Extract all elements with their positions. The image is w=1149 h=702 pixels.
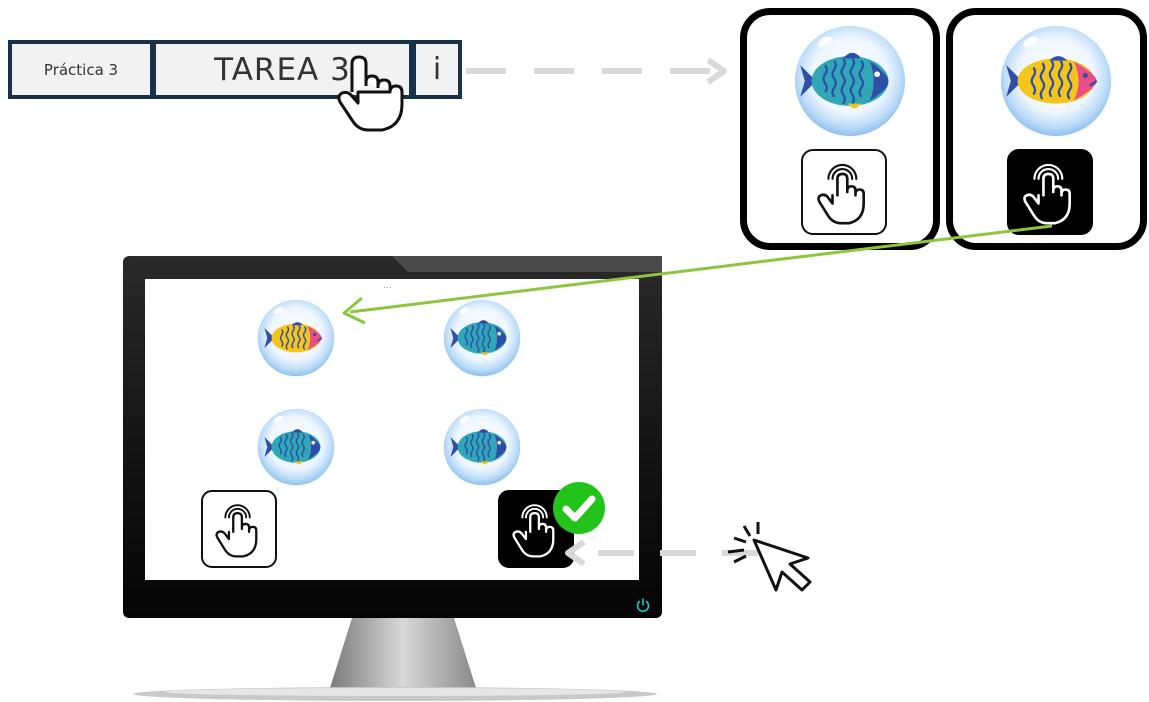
screen-yellow-fish-bubble[interactable] [255, 297, 337, 379]
monitor-screen: ... [145, 279, 639, 580]
blue-fish-bubble-icon [794, 25, 906, 137]
touch-button-white[interactable] [801, 149, 887, 235]
monitor-glare [392, 256, 662, 272]
card-blue-fish[interactable] [740, 8, 940, 250]
info-tab[interactable]: i [416, 44, 458, 95]
monitor-stand-base [133, 687, 657, 701]
monitor-stand-neck [330, 618, 476, 688]
screen-blue-fish-bubble[interactable] [255, 406, 337, 488]
cursor-arrow-icon [727, 522, 812, 592]
green-arrow [342, 224, 1053, 325]
card-yellow-fish[interactable] [946, 8, 1147, 250]
yellow-fish-bubble-icon [1000, 25, 1112, 137]
screen-touch-button-white[interactable] [201, 490, 277, 568]
check-icon [553, 482, 605, 534]
power-icon[interactable] [635, 597, 651, 613]
screen-blue-fish-bubble[interactable] [441, 406, 523, 488]
hand-touch-icon [215, 504, 258, 558]
dashed-arrow-to-cards [466, 57, 727, 85]
practice-tab[interactable]: Práctica 3 [12, 44, 150, 95]
screen-blue-fish-bubble[interactable] [441, 297, 523, 379]
hand-pointer-icon [337, 55, 404, 132]
screen-dots: ... [383, 281, 392, 291]
touch-button-black[interactable] [1007, 149, 1093, 235]
